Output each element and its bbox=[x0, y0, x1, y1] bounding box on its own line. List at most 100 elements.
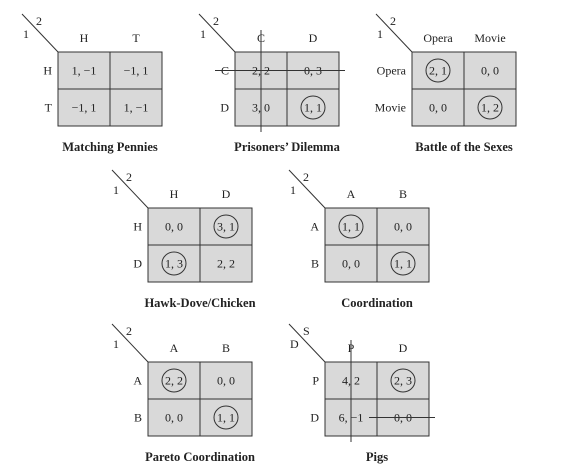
row-label: H bbox=[133, 220, 142, 234]
cell-background bbox=[200, 362, 252, 399]
equilibrium-circle bbox=[213, 214, 239, 239]
payoff-cell: −1, 1 bbox=[72, 101, 97, 115]
game-title: Pigs bbox=[365, 450, 389, 464]
row-player-label: 1 bbox=[113, 337, 119, 351]
payoff-cell: 2, 3 bbox=[394, 374, 412, 388]
column-player-label: 2 bbox=[390, 14, 396, 28]
payoff-cell: 0, 0 bbox=[165, 220, 183, 234]
payoff-cell: 1, 1 bbox=[217, 411, 235, 425]
game-title: Hawk-Dove/Chicken bbox=[144, 296, 256, 310]
row-label: D bbox=[133, 257, 142, 271]
row-label: B bbox=[311, 257, 319, 271]
player-diagonal bbox=[288, 169, 326, 209]
payoff-cell: 0, 0 bbox=[217, 374, 235, 388]
column-player-label: 2 bbox=[126, 170, 132, 184]
equilibrium-circle bbox=[390, 368, 416, 393]
cell-background bbox=[325, 208, 377, 245]
row-label: D bbox=[310, 411, 319, 425]
payoff-cell: 3, 1 bbox=[217, 220, 235, 234]
payoff-cell: 1, −1 bbox=[124, 101, 149, 115]
row-label: Movie bbox=[375, 101, 406, 115]
equilibrium-circle bbox=[300, 95, 326, 120]
cell-background bbox=[110, 89, 162, 126]
game-title: Matching Pennies bbox=[62, 140, 158, 154]
cell-background bbox=[287, 89, 339, 126]
column-label: D bbox=[399, 341, 408, 355]
cell-background bbox=[148, 208, 200, 245]
game-title: Coordination bbox=[341, 296, 413, 310]
column-label: D bbox=[222, 187, 231, 201]
payoff-cell: 0, 0 bbox=[481, 64, 499, 78]
column-player-label: S bbox=[303, 324, 310, 338]
payoff-cell: 1, 1 bbox=[394, 257, 412, 271]
cell-background bbox=[58, 89, 110, 126]
column-label: H bbox=[170, 187, 179, 201]
cell-background bbox=[377, 245, 429, 282]
cell-background bbox=[464, 52, 516, 89]
cell-background bbox=[377, 208, 429, 245]
game-title: Battle of the Sexes bbox=[415, 140, 513, 154]
player-diagonal bbox=[375, 13, 413, 53]
equilibrium-circle bbox=[338, 214, 364, 239]
payoff-cell: −1, 1 bbox=[124, 64, 149, 78]
equilibrium-circle bbox=[213, 405, 239, 430]
equilibrium-circle bbox=[390, 251, 416, 276]
row-player-label: 1 bbox=[113, 183, 119, 197]
column-label: B bbox=[222, 341, 230, 355]
row-player-label: 1 bbox=[290, 183, 296, 197]
column-label: H bbox=[80, 31, 89, 45]
cell-background bbox=[377, 362, 429, 399]
row-player-label: 1 bbox=[200, 27, 206, 41]
column-player-label: 2 bbox=[36, 14, 42, 28]
cell-background bbox=[464, 89, 516, 126]
row-player-label: 1 bbox=[23, 27, 29, 41]
column-player-label: 2 bbox=[126, 324, 132, 338]
cell-background bbox=[148, 399, 200, 436]
cell-background bbox=[200, 245, 252, 282]
cell-background bbox=[412, 89, 464, 126]
cell-background bbox=[58, 52, 110, 89]
payoff-cell: 1, 1 bbox=[342, 220, 360, 234]
payoff-cell: 0, 0 bbox=[165, 411, 183, 425]
payoff-cell: 2, 2 bbox=[165, 374, 183, 388]
cell-background bbox=[325, 245, 377, 282]
row-label: A bbox=[133, 374, 142, 388]
player-diagonal bbox=[111, 323, 149, 363]
cell-background bbox=[110, 52, 162, 89]
matrix-svg: SDPDPD4, 22, 36, −10, 0 bbox=[288, 323, 435, 442]
cell-background bbox=[148, 362, 200, 399]
payoff-cell: 1, −1 bbox=[72, 64, 97, 78]
equilibrium-circle bbox=[161, 368, 187, 393]
payoff-cell: 1, 1 bbox=[304, 101, 322, 115]
row-label: A bbox=[310, 220, 319, 234]
equilibrium-circle bbox=[161, 251, 187, 276]
payoff-cell: 1, 2 bbox=[481, 101, 499, 115]
cell-background bbox=[200, 208, 252, 245]
row-label: P bbox=[312, 374, 319, 388]
player-diagonal bbox=[111, 169, 149, 209]
cell-background bbox=[412, 52, 464, 89]
player-diagonal bbox=[21, 13, 59, 53]
cell-background bbox=[200, 399, 252, 436]
payoff-cell: 1, 3 bbox=[165, 257, 183, 271]
payoff-cell: 0, 0 bbox=[429, 101, 447, 115]
payoff-cell: 2, 1 bbox=[429, 64, 447, 78]
row-label: T bbox=[45, 101, 53, 115]
game-title: Prisoners’ Dilemma bbox=[234, 140, 340, 154]
row-player-label: 1 bbox=[377, 27, 383, 41]
payoff-cell: 2, 2 bbox=[217, 257, 235, 271]
column-label: Opera bbox=[423, 31, 453, 45]
row-label: Opera bbox=[377, 64, 407, 78]
row-label: D bbox=[220, 101, 229, 115]
column-label: Movie bbox=[474, 31, 505, 45]
equilibrium-circle bbox=[425, 58, 451, 83]
column-player-label: 2 bbox=[303, 170, 309, 184]
column-player-label: 2 bbox=[213, 14, 219, 28]
row-player-label: D bbox=[290, 337, 299, 351]
game-title: Pareto Coordination bbox=[145, 450, 255, 464]
